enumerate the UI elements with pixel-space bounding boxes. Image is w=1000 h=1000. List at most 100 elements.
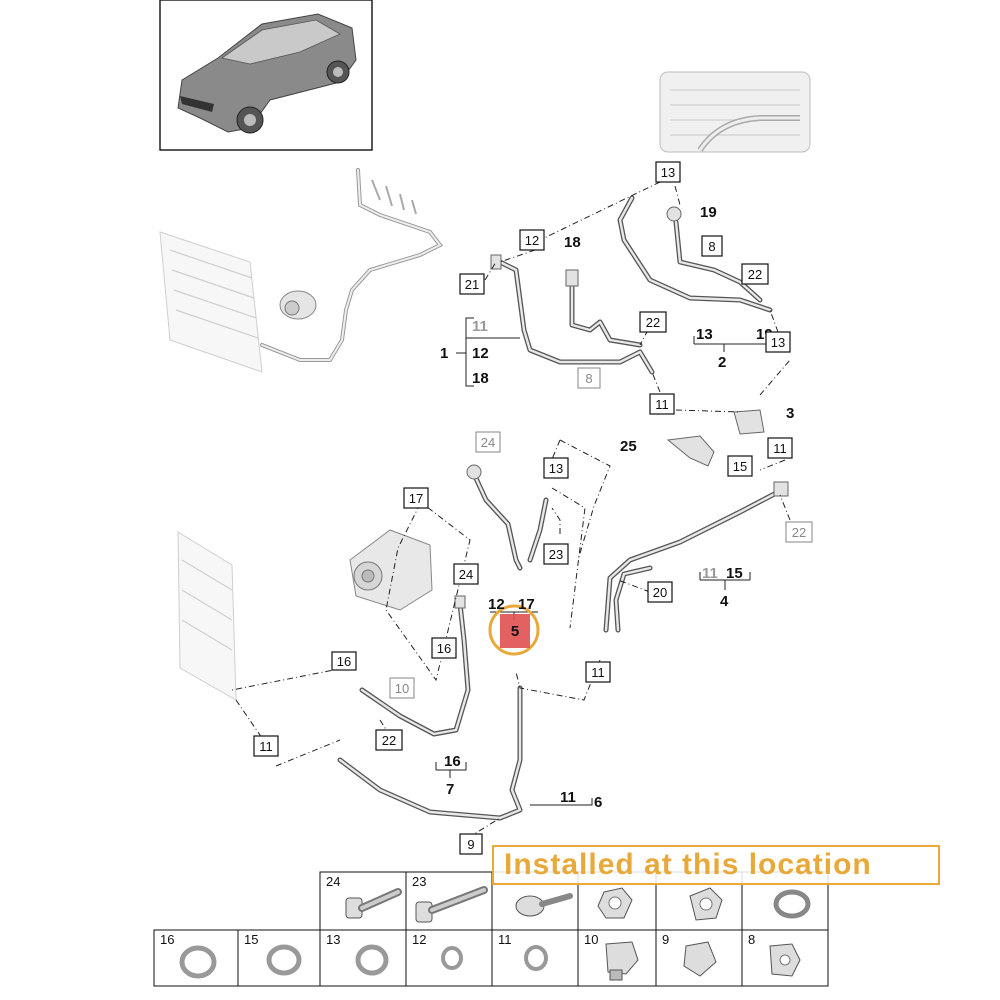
label-11g: 11	[560, 789, 576, 806]
callout-24a-label: 24	[481, 435, 495, 450]
callout-16a[interactable]: 16	[431, 637, 457, 659]
legend-8: 8	[748, 932, 755, 947]
o-ring-11-icon	[524, 945, 548, 971]
pipe-6-lower	[337, 685, 523, 821]
pipe-12-upper	[497, 259, 655, 375]
label-25: 25	[620, 438, 637, 455]
callout-9-label: 9	[467, 837, 474, 852]
label-18b: 18	[472, 370, 489, 387]
vehicle-thumbnail	[159, 0, 373, 151]
screw-icon	[515, 893, 573, 917]
label-13b: 13	[696, 326, 713, 343]
condenser-upper	[159, 231, 263, 373]
callout-11f-label: 11	[259, 739, 273, 754]
seal-ring-icon	[773, 889, 811, 919]
label-5: 5	[511, 623, 519, 640]
callout-11e-label: 11	[591, 665, 605, 680]
legend-16: 16	[160, 932, 174, 947]
callout-9[interactable]: 9	[459, 833, 483, 855]
callout-22c[interactable]: 22	[785, 521, 813, 543]
pipe-7-lower	[359, 595, 471, 737]
clip-9-icon	[683, 941, 717, 977]
label-16c: 16	[444, 753, 461, 770]
label-4: 4	[720, 593, 729, 610]
callout-8b[interactable]: 8	[577, 367, 601, 389]
label-11a: 11	[472, 318, 488, 335]
highlight-part-5[interactable]	[488, 604, 540, 656]
callout-23a-label: 23	[549, 547, 563, 562]
label-7: 7	[446, 781, 454, 798]
callout-21-label: 21	[465, 277, 479, 292]
compressor-lower	[349, 529, 433, 611]
condenser-lower	[177, 531, 237, 701]
callout-15a[interactable]: 15	[727, 455, 753, 477]
callout-21[interactable]: 21	[459, 273, 485, 295]
pipe-18-upper	[565, 269, 643, 348]
callout-22b-label: 22	[646, 315, 660, 330]
callout-16a-label: 16	[437, 641, 451, 656]
callout-13d[interactable]: 13	[543, 457, 569, 479]
callout-16b[interactable]: 16	[331, 651, 357, 671]
callout-16b-label: 16	[337, 654, 351, 669]
o-ring-15-icon	[266, 944, 302, 976]
callout-13c-label: 13	[771, 335, 785, 350]
legend-24: 24	[326, 874, 340, 889]
legend-10: 10	[584, 932, 598, 947]
callout-11f[interactable]: 11	[253, 735, 279, 757]
callout-15a-label: 15	[733, 459, 747, 474]
pipe-13-upper	[490, 195, 773, 313]
callout-22c-label: 22	[792, 525, 806, 540]
callout-12a[interactable]: 12	[519, 229, 545, 251]
callout-22d-label: 22	[382, 733, 396, 748]
bracket-clip-10-icon	[605, 941, 639, 981]
callout-10-label: 10	[395, 681, 409, 696]
nut-icon	[597, 887, 633, 919]
callout-22b[interactable]: 22	[639, 311, 667, 333]
label-17b: 17	[518, 596, 535, 613]
label-12c: 12	[488, 596, 505, 613]
callout-13d-label: 13	[549, 461, 563, 476]
label-3: 3	[786, 405, 794, 422]
callout-13a[interactable]: 13	[655, 161, 681, 183]
label-6: 6	[594, 794, 602, 811]
legend-23: 23	[412, 874, 426, 889]
label-19: 19	[700, 204, 717, 221]
callout-8a[interactable]: 8	[701, 235, 723, 257]
callout-11c[interactable]: 11	[767, 437, 793, 459]
callout-8a-label: 8	[708, 239, 715, 254]
label-2: 2	[718, 354, 726, 371]
callout-13c[interactable]: 13	[765, 331, 791, 353]
callout-17a-label: 17	[409, 491, 423, 506]
group-brackets	[435, 317, 781, 806]
leader-lines	[231, 181, 791, 839]
fastener-legend: 24 23 16 15 13 12 11 10 9 8	[153, 871, 829, 987]
o-ring-16-icon	[179, 945, 217, 979]
compressor-upper	[279, 290, 317, 320]
label-1: 1	[440, 345, 448, 362]
callout-22d[interactable]: 22	[375, 729, 403, 751]
callout-20[interactable]: 20	[647, 581, 673, 603]
callout-17a[interactable]: 17	[403, 487, 429, 509]
bolt-23-icon	[415, 886, 488, 923]
callout-10[interactable]: 10	[389, 677, 415, 699]
label-12b: 12	[472, 345, 489, 362]
callout-24a[interactable]: 24	[475, 431, 501, 453]
callout-8b-label: 8	[585, 371, 592, 386]
expansion-valve-parts	[666, 409, 765, 467]
label-15b: 15	[726, 565, 743, 582]
callout-22a-label: 22	[748, 267, 762, 282]
legend-12: 12	[412, 932, 426, 947]
label-18: 18	[564, 234, 581, 251]
callout-23a[interactable]: 23	[543, 543, 569, 565]
callout-11b[interactable]: 11	[649, 393, 675, 415]
clip-icon	[689, 887, 723, 921]
clip-8-icon	[769, 943, 801, 977]
callout-11e[interactable]: 11	[585, 661, 611, 683]
callout-11c-label: 11	[773, 441, 787, 456]
o-ring-12-icon	[441, 946, 463, 970]
callout-24b[interactable]: 24	[453, 563, 479, 585]
callout-12a-label: 12	[525, 233, 539, 248]
callout-11b-label: 11	[655, 397, 669, 412]
callout-22a[interactable]: 22	[741, 263, 769, 285]
